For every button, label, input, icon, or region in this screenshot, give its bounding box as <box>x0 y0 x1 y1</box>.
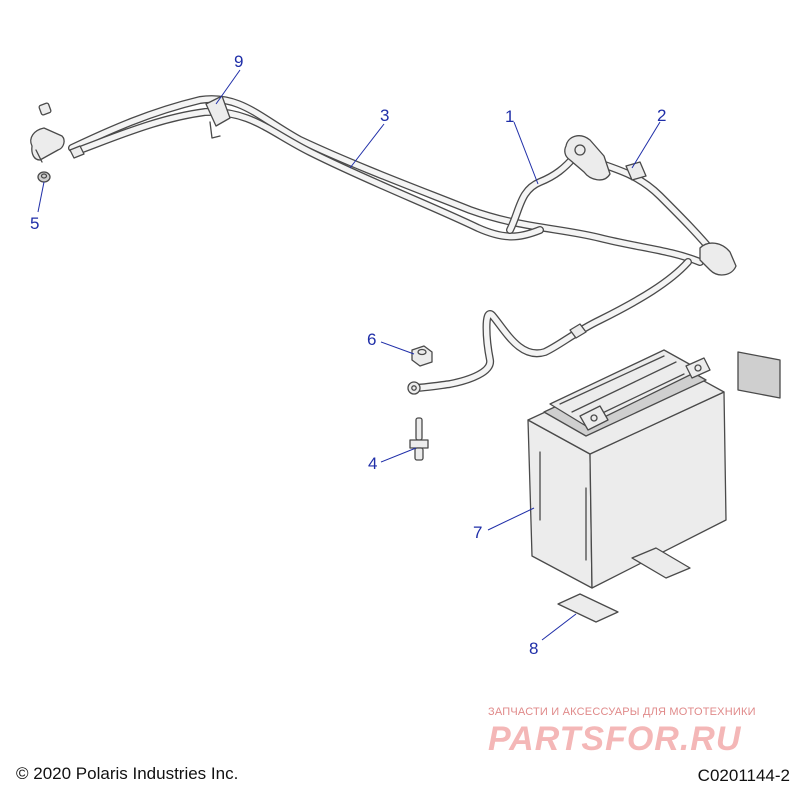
leader-4 <box>380 447 417 463</box>
callout-9: 9 <box>234 52 243 71</box>
figure-id: C0201144-2 <box>697 766 790 785</box>
clamp-9 <box>205 95 231 139</box>
callout-2: 2 <box>657 106 666 125</box>
callout-1: 1 <box>505 107 514 126</box>
left-terminal-boot <box>30 127 85 163</box>
nut-5 <box>37 102 52 183</box>
leader-5 <box>37 181 45 213</box>
cable-1 <box>506 152 579 234</box>
battery-7 <box>527 349 727 589</box>
leader-1 <box>513 121 539 185</box>
leader-8 <box>541 613 577 641</box>
cable-3 <box>68 95 704 395</box>
leader-3 <box>349 123 385 169</box>
pad-8 <box>557 351 781 623</box>
callout-5: 5 <box>30 214 39 233</box>
leader-9 <box>215 69 241 105</box>
watermark-logo: PARTSFOR.RU <box>488 720 742 758</box>
callout-4: 4 <box>368 454 377 473</box>
callout-3: 3 <box>380 106 389 125</box>
callout-numbers: 1 2 3 4 5 6 7 8 9 <box>30 52 666 658</box>
watermark-tagline: ЗАПЧАСТИ И АКСЕССУАРЫ ДЛЯ МОТОТЕХНИКИ <box>488 706 756 718</box>
callout-6: 6 <box>367 330 376 349</box>
callout-8: 8 <box>529 639 538 658</box>
leader-lines <box>37 69 661 641</box>
leader-2 <box>631 121 661 169</box>
leader-6 <box>380 341 415 355</box>
leader-7 <box>487 507 535 531</box>
callout-7: 7 <box>473 523 482 542</box>
copyright-text: © 2020 Polaris Industries Inc. <box>16 764 239 783</box>
bolt-4 <box>409 417 429 461</box>
cable-2 <box>564 135 737 276</box>
nut-6 <box>411 345 433 367</box>
